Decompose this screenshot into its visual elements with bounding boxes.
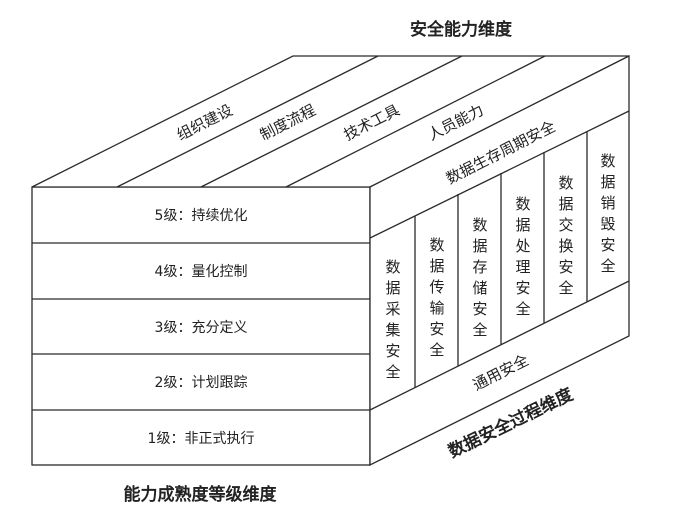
right-face <box>369 54 630 467</box>
lifecycle-stage-3: 数据存储安全 <box>472 216 487 339</box>
bottom-dimension-title: 能力成熟度等级维度 <box>124 484 278 505</box>
level-label-2: 2级：计划跟踪 <box>155 375 248 391</box>
lifecycle-stage-2: 数据传输安全 <box>429 236 444 359</box>
lifecycle-stage-5: 数据交换安全 <box>558 174 573 297</box>
lifecycle-stage-6: 数据销毁安全 <box>600 152 615 275</box>
front-face <box>31 186 371 466</box>
level-label-5: 5级：持续优化 <box>155 207 248 224</box>
level-label-4: 4级：量化控制 <box>155 264 248 280</box>
level-label-1: 1级：非正式执行 <box>148 431 255 447</box>
lifecycle-stage-labels: 数据采集安全 数据传输安全 数据存储安全 数据处理安全 数据交换安全 数据销毁安全 <box>385 152 615 381</box>
level-label-3: 3级：充分定义 <box>155 320 248 336</box>
lifecycle-stage-1: 数据采集安全 <box>385 258 400 381</box>
top-dimension-title: 安全能力维度 <box>410 19 513 40</box>
lifecycle-stage-4: 数据处理安全 <box>515 195 530 318</box>
